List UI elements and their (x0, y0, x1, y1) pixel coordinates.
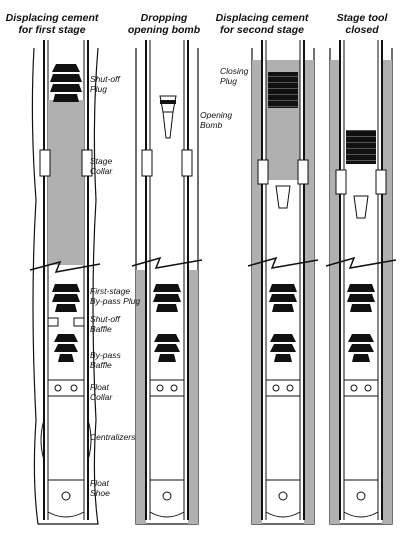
shutoff-plug (50, 64, 82, 102)
float-shoe (47, 479, 85, 518)
shutoff-baffle (47, 317, 85, 327)
well-1 (29, 40, 101, 525)
well-3 (247, 40, 319, 525)
well-4 (325, 40, 397, 525)
stage-collar (141, 149, 193, 177)
centralizers (40, 419, 92, 461)
label-centralizers: Centralizers (90, 432, 136, 442)
wellbore-wall (31, 47, 99, 525)
bypass-baffle (54, 334, 78, 362)
break-line (325, 256, 397, 269)
break-line (247, 256, 319, 269)
first-stage-bypass-plug (52, 284, 80, 312)
break-line (29, 260, 101, 273)
opening-bomb (159, 95, 177, 139)
stage-collar (39, 149, 93, 177)
closing-plug (346, 130, 376, 164)
closing-plug (268, 72, 298, 108)
float-collar (47, 379, 85, 397)
break-line (131, 256, 203, 269)
well-2 (131, 40, 203, 525)
displaced-cement (48, 100, 84, 265)
